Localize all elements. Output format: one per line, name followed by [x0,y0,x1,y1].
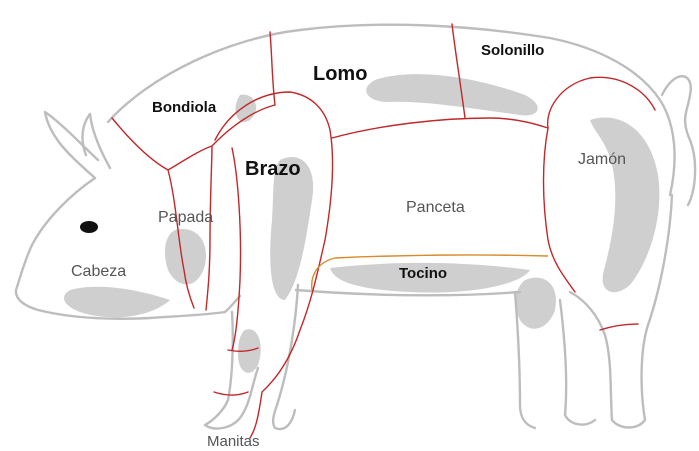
lomo-shadow [366,74,537,115]
tail-outline [662,76,695,205]
pig-outline [16,25,695,429]
label-cabeza: Cabeza [71,263,126,280]
label-papada: Papada [158,209,213,226]
cut-manitas-hind [600,324,638,330]
hind-leg-back-outline [560,300,595,425]
label-tocino: Tocino [399,265,447,282]
label-lomo: Lomo [313,63,367,85]
eye [80,221,98,233]
label-solonillo: Solonillo [481,42,544,59]
label-jamon: Jamón [578,151,626,168]
label-panceta: Panceta [406,199,465,216]
label-manitas: Manitas [207,433,260,450]
cut-lomo-panceta [332,118,548,138]
jamon-shadow [590,117,659,292]
ear-left-outline [45,112,98,178]
body-shading [64,74,659,373]
label-bondiola: Bondiola [152,99,217,116]
label-brazo: Brazo [245,158,301,180]
cabeza-shadow [64,287,170,318]
hindleg-shadow [515,278,556,329]
cut-labels: Bondiola Lomo Solonillo Brazo Jamón Papa… [71,42,626,450]
cut-manitas-front-lower [214,392,248,395]
cut-papada-boundary [168,146,212,310]
front-leg-back-outline [273,285,298,429]
